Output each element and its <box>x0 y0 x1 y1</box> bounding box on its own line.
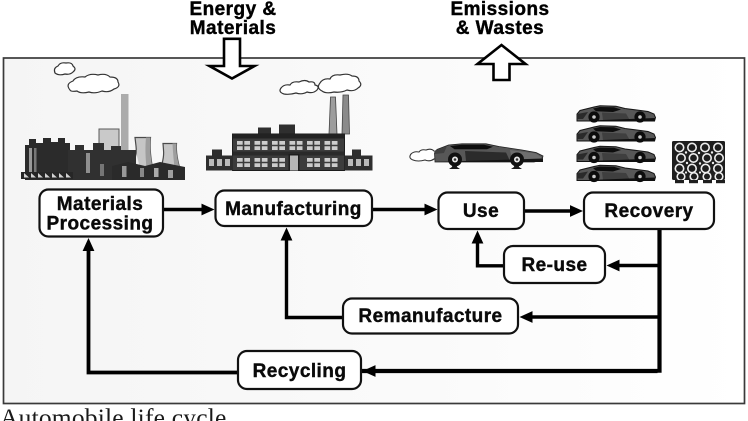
svg-text:& Wastes: & Wastes <box>456 18 544 39</box>
svg-text:Remanufacture: Remanufacture <box>358 306 502 327</box>
svg-text:Processing: Processing <box>47 214 154 235</box>
svg-text:Use: Use <box>463 201 499 222</box>
svg-text:Recycling: Recycling <box>253 361 347 382</box>
svg-text:Energy &: Energy & <box>189 0 276 20</box>
svg-text:Manufacturing: Manufacturing <box>225 199 362 220</box>
svg-text:Recovery: Recovery <box>604 201 693 222</box>
svg-text:Emissions: Emissions <box>450 0 549 20</box>
svg-text:Materials: Materials <box>190 18 276 39</box>
svg-text:Automobile life cycle: Automobile life cycle <box>0 403 227 421</box>
svg-text:Materials: Materials <box>57 194 143 215</box>
svg-text:Re-use: Re-use <box>521 255 587 276</box>
